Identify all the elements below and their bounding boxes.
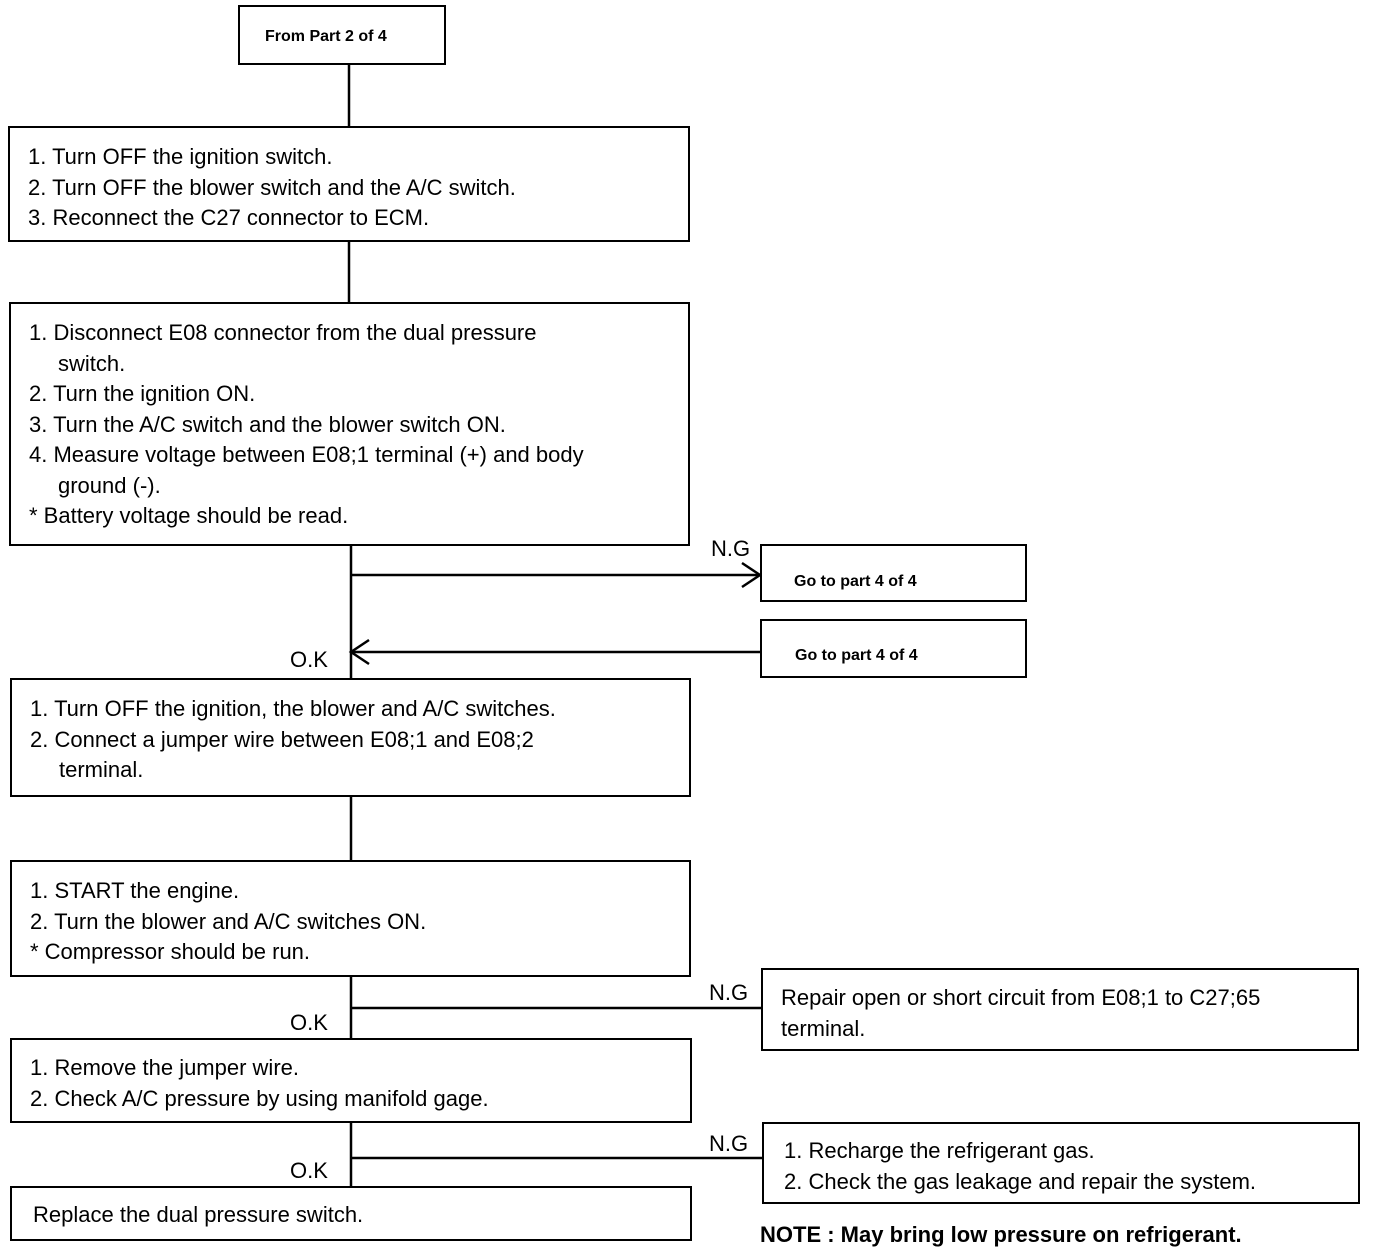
step3-line: terminal. <box>59 757 144 782</box>
step5-line: 1. Remove the jumper wire. <box>30 1055 299 1080</box>
step2-line: 1. Disconnect E08 connector from the dua… <box>29 320 537 345</box>
ng-label-3: N.G <box>709 1131 749 1156</box>
step4-line: * Compressor should be run. <box>30 939 311 964</box>
ok-label-3: O.K <box>290 1158 328 1183</box>
recharge-box: 1. Recharge the refrigerant gas. 2. Chec… <box>762 1122 1360 1204</box>
step4-line: 1. START the engine. <box>30 878 240 903</box>
step2-line: ground (-). <box>58 472 161 498</box>
start-box: From Part 2 of 4 <box>238 5 446 65</box>
step5-line: 2. Check A/C pressure by using manifold … <box>30 1085 489 1111</box>
step5-box: 1. Remove the jumper wire. 2. Check A/C … <box>10 1038 692 1123</box>
step5-lines: 1. Remove the jumper wire. 2. Check A/C … <box>30 1053 682 1114</box>
step1-line: 3. Reconnect the C27 connector to ECM. <box>28 205 430 230</box>
step3-box: 1. Turn OFF the ignition, the blower and… <box>10 678 691 797</box>
step6-lines: Replace the dual pressure switch. <box>33 1200 682 1231</box>
goto-part4-out-label: Go to part 4 of 4 <box>794 573 917 590</box>
step1-box: 1. Turn OFF the ignition switch. 2. Turn… <box>8 126 690 242</box>
step2-lines: 1. Disconnect E08 connector from the dua… <box>29 318 680 532</box>
ng-label-1: N.G <box>711 536 751 561</box>
repair-circuit-line: terminal. <box>781 1015 866 1041</box>
ok-label-2: O.K <box>290 1010 328 1035</box>
step3-line: 1. Turn OFF the ignition, the blower and… <box>30 696 556 721</box>
step6-box: Replace the dual pressure switch. <box>10 1186 692 1241</box>
repair-circuit-line: Repair open or short circuit from E08;1 … <box>781 985 1261 1010</box>
recharge-line: 1. Recharge the refrigerant gas. <box>784 1138 1095 1163</box>
step2-line: 2. Turn the ignition ON. <box>29 381 256 406</box>
step1-line: 1. Turn OFF the ignition switch. <box>28 144 333 169</box>
ng-label-2: N.G <box>709 980 749 1005</box>
goto-part4-in-box: Go to part 4 of 4 <box>760 619 1027 678</box>
step1-lines: 1. Turn OFF the ignition switch. 2. Turn… <box>28 142 680 234</box>
step3-lines: 1. Turn OFF the ignition, the blower and… <box>30 694 681 786</box>
start-box-label: From Part 2 of 4 <box>265 28 387 45</box>
step4-line: 2. Turn the blower and A/C switches ON. <box>30 908 427 934</box>
step4-box: 1. START the engine. 2. Turn the blower … <box>10 860 691 977</box>
step2-line: * Battery voltage should be read. <box>29 503 349 528</box>
repair-circuit-box: Repair open or short circuit from E08;1 … <box>761 968 1359 1051</box>
recharge-lines: 1. Recharge the refrigerant gas. 2. Chec… <box>784 1136 1350 1197</box>
step2-line: 4. Measure voltage between E08;1 termina… <box>29 442 584 467</box>
goto-part4-in-label: Go to part 4 of 4 <box>795 647 918 664</box>
step4-lines: 1. START the engine. 2. Turn the blower … <box>30 876 681 968</box>
step2-line: switch. <box>58 350 126 376</box>
goto-part4-out-box: Go to part 4 of 4 <box>760 544 1027 602</box>
step6-line: Replace the dual pressure switch. <box>33 1202 364 1227</box>
step2-line: 3. Turn the A/C switch and the blower sw… <box>29 411 506 437</box>
recharge-line: 2. Check the gas leakage and repair the … <box>784 1168 1257 1194</box>
ok-label-1: O.K <box>290 647 328 672</box>
repair-circuit-lines: Repair open or short circuit from E08;1 … <box>781 983 1349 1044</box>
note-text: NOTE : May bring low pressure on refrige… <box>760 1222 1242 1247</box>
step3-line: 2. Connect a jumper wire between E08;1 a… <box>30 726 534 752</box>
step1-line: 2. Turn OFF the blower switch and the A/… <box>28 174 516 200</box>
step2-box: 1. Disconnect E08 connector from the dua… <box>9 302 690 546</box>
arrow-return <box>348 638 370 666</box>
